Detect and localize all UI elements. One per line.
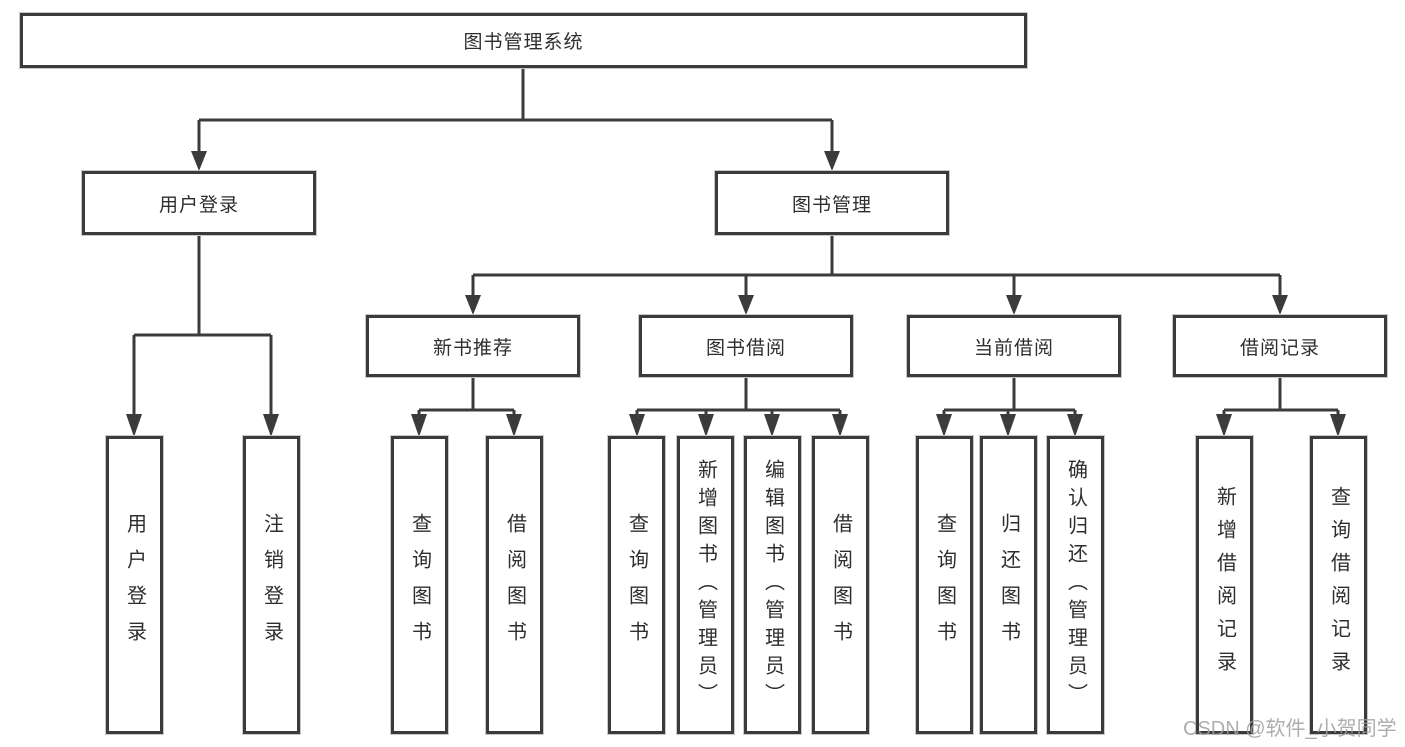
leaf-add-book-admin: 新增图书（管理员） — [677, 436, 734, 734]
leaf-edit-book-admin: 编辑图书（管理员） — [744, 436, 801, 734]
arrow-icon — [465, 295, 481, 315]
arrow-icon — [738, 295, 754, 315]
leaf-logout: 注销登录 — [243, 436, 300, 734]
leaf-return-book: 归还图书 — [980, 436, 1037, 734]
arrow-icon — [411, 414, 427, 437]
leaf-query-books-borrowing: 查询图书 — [608, 436, 665, 734]
arrow-icon — [506, 414, 522, 437]
leaf-borrow-books-recommend: 借阅图书 — [486, 436, 543, 734]
arrow-icon — [1000, 414, 1016, 437]
leaf-query-books-current: 查询图书 — [916, 436, 973, 734]
arrow-icon — [1006, 295, 1022, 315]
arrow-icon — [1272, 295, 1288, 315]
node-current-borrowing: 当前借阅 — [907, 315, 1121, 377]
arrow-icon — [936, 414, 952, 437]
arrow-icon — [629, 414, 645, 437]
arrow-icon — [824, 151, 840, 171]
arrow-icon — [1216, 414, 1232, 437]
arrow-icon — [698, 414, 714, 437]
leaf-confirm-return-admin: 确认归还（管理员） — [1047, 436, 1104, 734]
node-library-management-system: 图书管理系统 — [20, 13, 1027, 68]
arrow-icon — [1330, 414, 1346, 437]
arrow-icon — [1067, 414, 1083, 437]
leaf-add-borrow-record: 新增借阅记录 — [1196, 436, 1253, 734]
node-book-management: 图书管理 — [715, 171, 949, 235]
leaf-query-borrow-record: 查询借阅记录 — [1310, 436, 1367, 734]
node-borrowing-records: 借阅记录 — [1173, 315, 1387, 377]
arrow-icon — [126, 414, 142, 437]
arrow-icon — [191, 151, 207, 171]
csdn-watermark: CSDN @软件_小贺同学 — [1183, 718, 1397, 740]
leaf-query-books-recommend: 查询图书 — [391, 436, 448, 734]
arrow-icon — [832, 414, 848, 437]
node-user-login: 用户登录 — [82, 171, 316, 235]
arrow-icon — [764, 414, 780, 437]
node-new-book-recommendation: 新书推荐 — [366, 315, 580, 377]
leaf-borrow-books-borrowing: 借阅图书 — [812, 436, 869, 734]
leaf-user-login: 用户登录 — [106, 436, 163, 734]
arrow-icon — [263, 414, 279, 437]
node-book-borrowing: 图书借阅 — [639, 315, 853, 377]
